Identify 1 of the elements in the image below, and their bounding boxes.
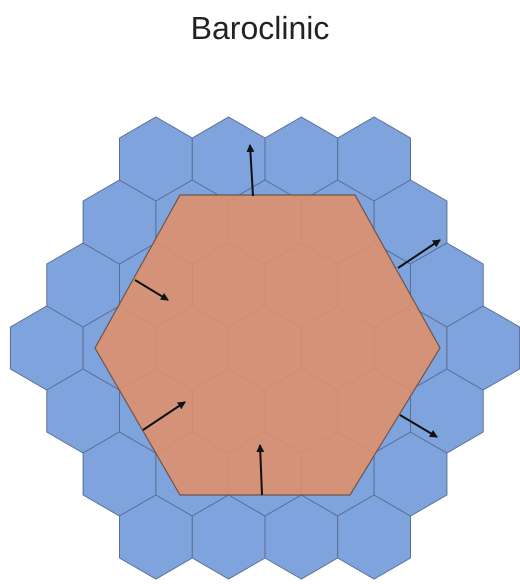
diagram-title: Baroclinic: [190, 10, 330, 46]
